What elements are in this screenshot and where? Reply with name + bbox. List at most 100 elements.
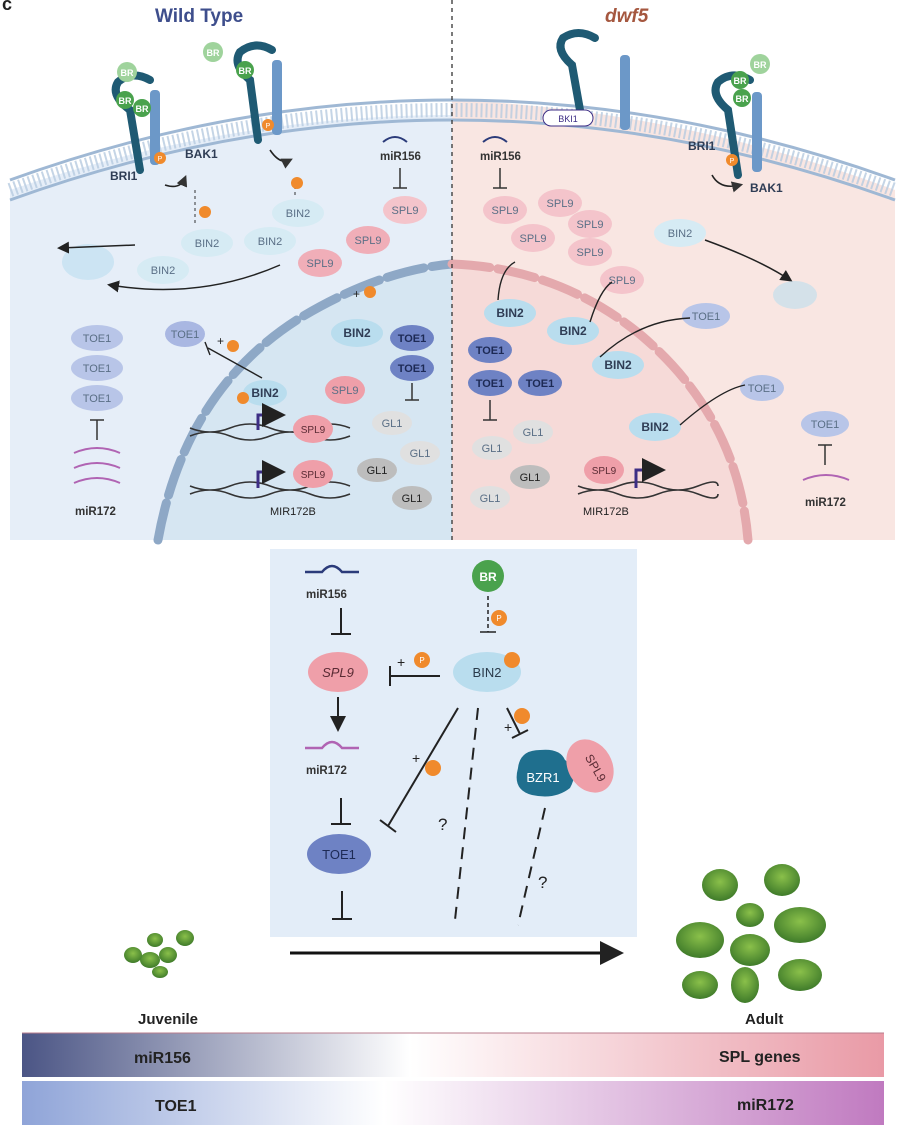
toe1-label: TOE1: [692, 311, 721, 323]
phospho-label: P: [730, 158, 735, 165]
phospho-label: P: [496, 614, 501, 623]
br-label: BR: [734, 76, 747, 86]
toe1-label: TOE1: [398, 363, 427, 375]
bri1-label: BRI1: [110, 169, 138, 183]
toe1-label: TOE1: [476, 345, 505, 357]
receptor-complex-dwf5-2: BR BR BR P BRI1 BAK1: [688, 54, 783, 195]
gl1-label: GL1: [402, 493, 423, 505]
mir156-label: miR156: [380, 151, 421, 163]
br-node-label: BR: [479, 570, 497, 584]
question-mark: ?: [538, 873, 547, 892]
mir172-label: miR172: [75, 506, 116, 518]
br-label: BR: [136, 104, 149, 114]
degraded-bin2: [62, 244, 114, 280]
spl9-label: SPL9: [301, 425, 326, 436]
bin2-label: BIN2: [559, 324, 587, 338]
mir172-hairpin: [305, 740, 359, 750]
gl1-label: GL1: [523, 427, 544, 439]
bin2-label: BIN2: [258, 236, 282, 248]
spl9-label: SPL9: [547, 198, 574, 210]
juvenile-plant: [124, 930, 194, 978]
toe1-node: [307, 834, 371, 874]
plus-sign: +: [412, 750, 420, 766]
toe1-label: TOE1: [476, 378, 505, 390]
spl9-label: SPL9: [301, 470, 326, 481]
bzr1-node: [516, 749, 574, 797]
adult-plant: [676, 864, 826, 1003]
wt-nucleus: BIN2 + TOE1 TOE1 SPL9 BIN2 + GL1 GL1 GL1…: [189, 286, 440, 518]
dwf5-cytoplasm: miR156 SPL9 SPL9 SPL9 SPL9 SPL9 SPL9 BIN…: [480, 136, 850, 509]
bzr1-node-label: BZR1: [526, 770, 559, 785]
gl1-label: GL1: [520, 472, 541, 484]
bki1-label: BKI1: [558, 114, 578, 124]
bin2-label: BIN2: [496, 306, 524, 320]
bin2-label: BIN2: [286, 208, 310, 220]
receptor-complex-wt-1: BR BR BR P BRI1 BAK1: [110, 62, 218, 188]
br-label: BR: [736, 94, 749, 104]
toe1-label: TOE1: [811, 419, 840, 431]
degraded-bin2: [773, 281, 817, 309]
bin2-label: BIN2: [343, 326, 371, 340]
spl9-label: SPL9: [332, 385, 359, 397]
bin2-label: BIN2: [668, 228, 692, 240]
bin2-label: BIN2: [195, 238, 219, 250]
gradient-mir156-label: miR156: [134, 1050, 191, 1067]
bin2-label: BIN2: [641, 420, 669, 434]
adult-label: Adult: [745, 1011, 783, 1028]
dwf5-nucleus: BIN2 BIN2 BIN2 BIN2 TOE1 TOE1 TOE1 GL1 G…: [468, 261, 746, 518]
plus-sign: +: [353, 287, 360, 301]
dwf5-header: dwf5: [605, 6, 649, 27]
gl1-label: GL1: [480, 493, 501, 505]
receptor-complex-dwf5-1: BKI1: [542, 29, 630, 130]
br-label: BR: [121, 68, 134, 78]
mir172b-label: MIR172B: [270, 506, 316, 518]
receptor-complex-wt-2: BR BR P: [203, 41, 293, 169]
plus-sign: +: [504, 719, 512, 735]
gl1-label: GL1: [382, 418, 403, 430]
mir172b-label: MIR172B: [583, 506, 629, 518]
br-node: [472, 560, 504, 592]
nuclear-envelope-wild-type: [153, 259, 457, 545]
bin2-label: BIN2: [251, 386, 279, 400]
spl9-label: SPL9: [592, 466, 617, 477]
juvenile-label: Juvenile: [138, 1011, 198, 1028]
bin2-protein: [137, 256, 189, 284]
br-label: BR: [119, 96, 132, 106]
spl9-label: SPL9: [609, 275, 636, 287]
network-panel: miR156 SPL9 miR172 TOE1 BR P BIN2 + P + …: [270, 549, 637, 937]
toe1-label: TOE1: [83, 363, 112, 375]
spl9-label: SPL9: [577, 247, 604, 259]
bin2-label: BIN2: [151, 265, 175, 277]
spl9-node-label: SPL9: [322, 665, 354, 680]
mir156-label: miR156: [480, 151, 521, 163]
spl9-label: SPL9: [355, 235, 382, 247]
mir156-spl-gradient-bar: [22, 1033, 884, 1077]
gradient-spl-label: SPL genes: [719, 1049, 801, 1066]
expression-gradients: miR156 SPL genes TOE1 miR172: [22, 1032, 884, 1125]
bin2-node: [453, 652, 521, 692]
mir156-node-label: miR156: [306, 589, 347, 601]
toe1-label: TOE1: [526, 378, 555, 390]
mir156-hairpin: [305, 564, 359, 574]
bak1-label: BAK1: [750, 181, 783, 195]
bin2-node-label: BIN2: [473, 665, 502, 680]
plus-sign: +: [397, 654, 405, 670]
question-mark: ?: [438, 815, 447, 834]
spl9-node: [308, 652, 368, 692]
toe1-label: TOE1: [171, 329, 200, 341]
phospho-label: P: [266, 123, 271, 130]
spl9-label: SPL9: [520, 233, 547, 245]
plasma-membrane-heads: [7, 103, 898, 197]
br-label: BR: [754, 60, 767, 70]
toe1-label: TOE1: [83, 393, 112, 405]
bri1-label: BRI1: [688, 139, 716, 153]
bak1-label: BAK1: [185, 147, 218, 161]
gradient-mir172-label: miR172: [737, 1097, 794, 1114]
bin2-label: BIN2: [604, 358, 632, 372]
gl1-label: GL1: [410, 448, 431, 460]
gradient-toe1-label: TOE1: [155, 1098, 197, 1115]
mir172-label: miR172: [805, 497, 846, 509]
gl1-label: GL1: [482, 443, 503, 455]
spl9-label: SPL9: [307, 258, 334, 270]
